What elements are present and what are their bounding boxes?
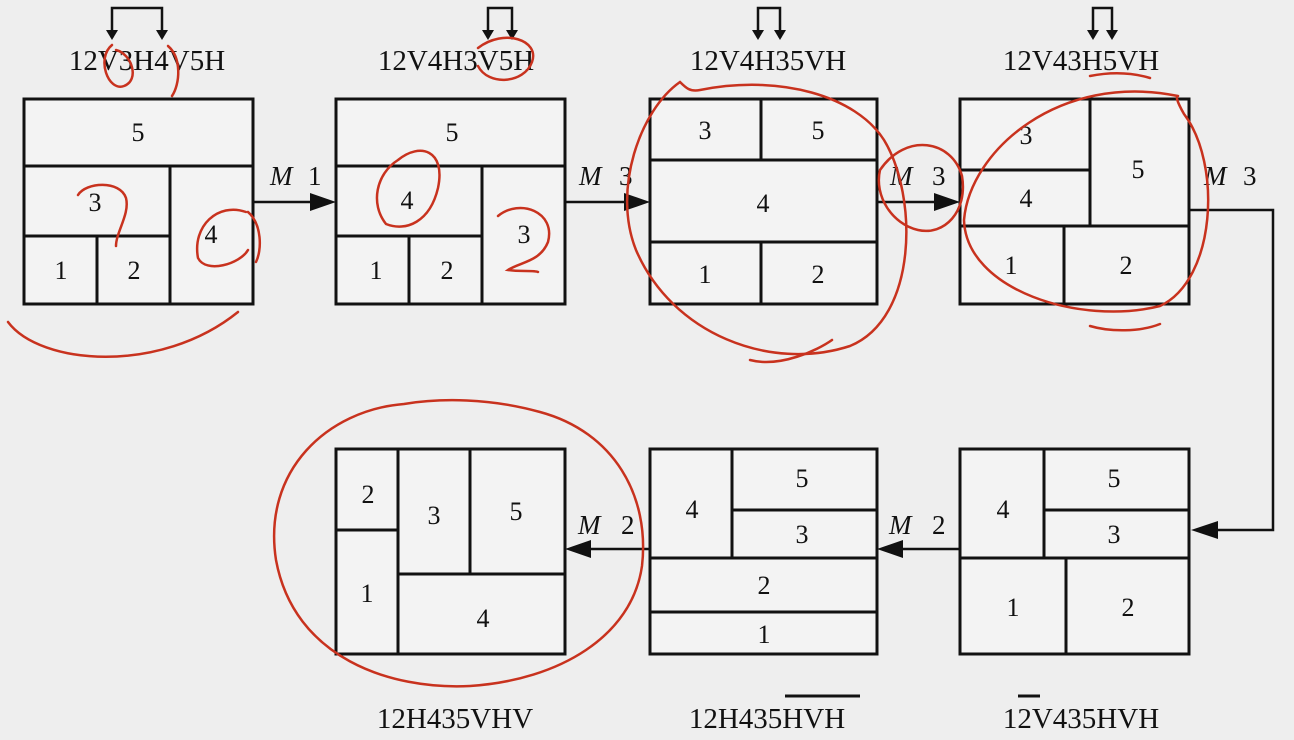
room-label: 2: [758, 571, 771, 600]
svg-text:M: M: [577, 510, 602, 540]
room-label: 3: [89, 188, 102, 217]
expression-3: 12V4H35VH: [690, 45, 846, 77]
svg-text:1: 1: [308, 161, 322, 191]
room-label: 4: [1020, 184, 1033, 213]
swap-indicator-1: [106, 6, 168, 40]
swap-indicator-2: [482, 6, 518, 40]
room-label: 3: [518, 220, 531, 249]
move-arrow-3: [877, 193, 960, 211]
room-label: 4: [205, 220, 218, 249]
expression-7: 12H435VHV: [377, 703, 533, 735]
room-label: 1: [55, 256, 68, 285]
svg-text:3: 3: [932, 161, 946, 191]
room-label: 2: [441, 256, 454, 285]
swap-indicator-3: [752, 6, 786, 40]
floorplan-1: 5 3 4 1 2: [22, 97, 255, 306]
room-label: 2: [128, 256, 141, 285]
room-label: 2: [812, 260, 825, 289]
move-label-5: M 2: [888, 510, 946, 540]
expression-1: 12V3H4V5H: [69, 45, 225, 77]
svg-text:2: 2: [932, 510, 946, 540]
floorplan-7: 2 3 5 1 4: [334, 447, 567, 656]
room-label: 2: [362, 480, 375, 509]
expression-5: 12V435HVH: [1003, 703, 1159, 735]
room-label: 5: [132, 118, 145, 147]
room-label: 4: [477, 604, 490, 633]
svg-text:M: M: [269, 161, 294, 191]
floorplan-4: 3 4 5 1 2: [958, 97, 1191, 306]
expression-4: 12V43H5VH: [1003, 45, 1159, 77]
room-label: 1: [758, 620, 771, 649]
move-arrow-5: [877, 540, 960, 558]
move-label-2: M 3: [578, 161, 633, 191]
svg-text:M: M: [578, 161, 603, 191]
move-label-6: M 2: [577, 510, 635, 540]
svg-text:M: M: [888, 510, 913, 540]
floorplan-3: 3 5 4 1 2: [648, 97, 879, 306]
room-label: 4: [686, 495, 699, 524]
room-label: 3: [796, 520, 809, 549]
room-label: 1: [1005, 251, 1018, 280]
move-arrow-4: [1189, 208, 1275, 539]
room-label: 4: [997, 495, 1010, 524]
move-arrow-6: [565, 540, 650, 558]
room-label: 3: [699, 116, 712, 145]
floorplan-5: 4 5 3 1 2: [958, 447, 1191, 656]
room-label: 1: [699, 260, 712, 289]
swap-indicator-4: [1087, 6, 1118, 40]
room-label: 5: [1108, 464, 1121, 493]
room-label: 2: [1122, 593, 1135, 622]
room-label: 3: [1108, 520, 1121, 549]
move-label-4: M 3: [1203, 161, 1257, 191]
room-label: 4: [757, 189, 770, 218]
svg-text:3: 3: [1243, 161, 1257, 191]
move-label-3: M 3: [889, 161, 946, 191]
room-label: 4: [401, 186, 414, 215]
move-arrow-1: [253, 193, 336, 211]
room-label: 2: [1120, 251, 1133, 280]
room-label: 1: [361, 579, 374, 608]
room-label: 5: [510, 497, 523, 526]
room-label: 5: [796, 464, 809, 493]
svg-text:2: 2: [621, 510, 635, 540]
room-label: 3: [428, 501, 441, 530]
room-label: 1: [1007, 593, 1020, 622]
room-label: 5: [1132, 155, 1145, 184]
handwritten-annotations: [6, 36, 1210, 688]
room-label: 5: [446, 118, 459, 147]
room-label: 1: [370, 256, 383, 285]
room-label: 5: [812, 116, 825, 145]
expression-6: 12H435HVH: [689, 703, 845, 735]
floorplan-6: 4 5 3 2 1: [648, 447, 879, 656]
move-arrow-2: [565, 193, 650, 211]
expression-2: 12V4H3V5H: [378, 45, 534, 77]
move-label-1: M 1: [269, 161, 322, 191]
floorplan-2: 5 4 3 1 2: [334, 97, 567, 306]
